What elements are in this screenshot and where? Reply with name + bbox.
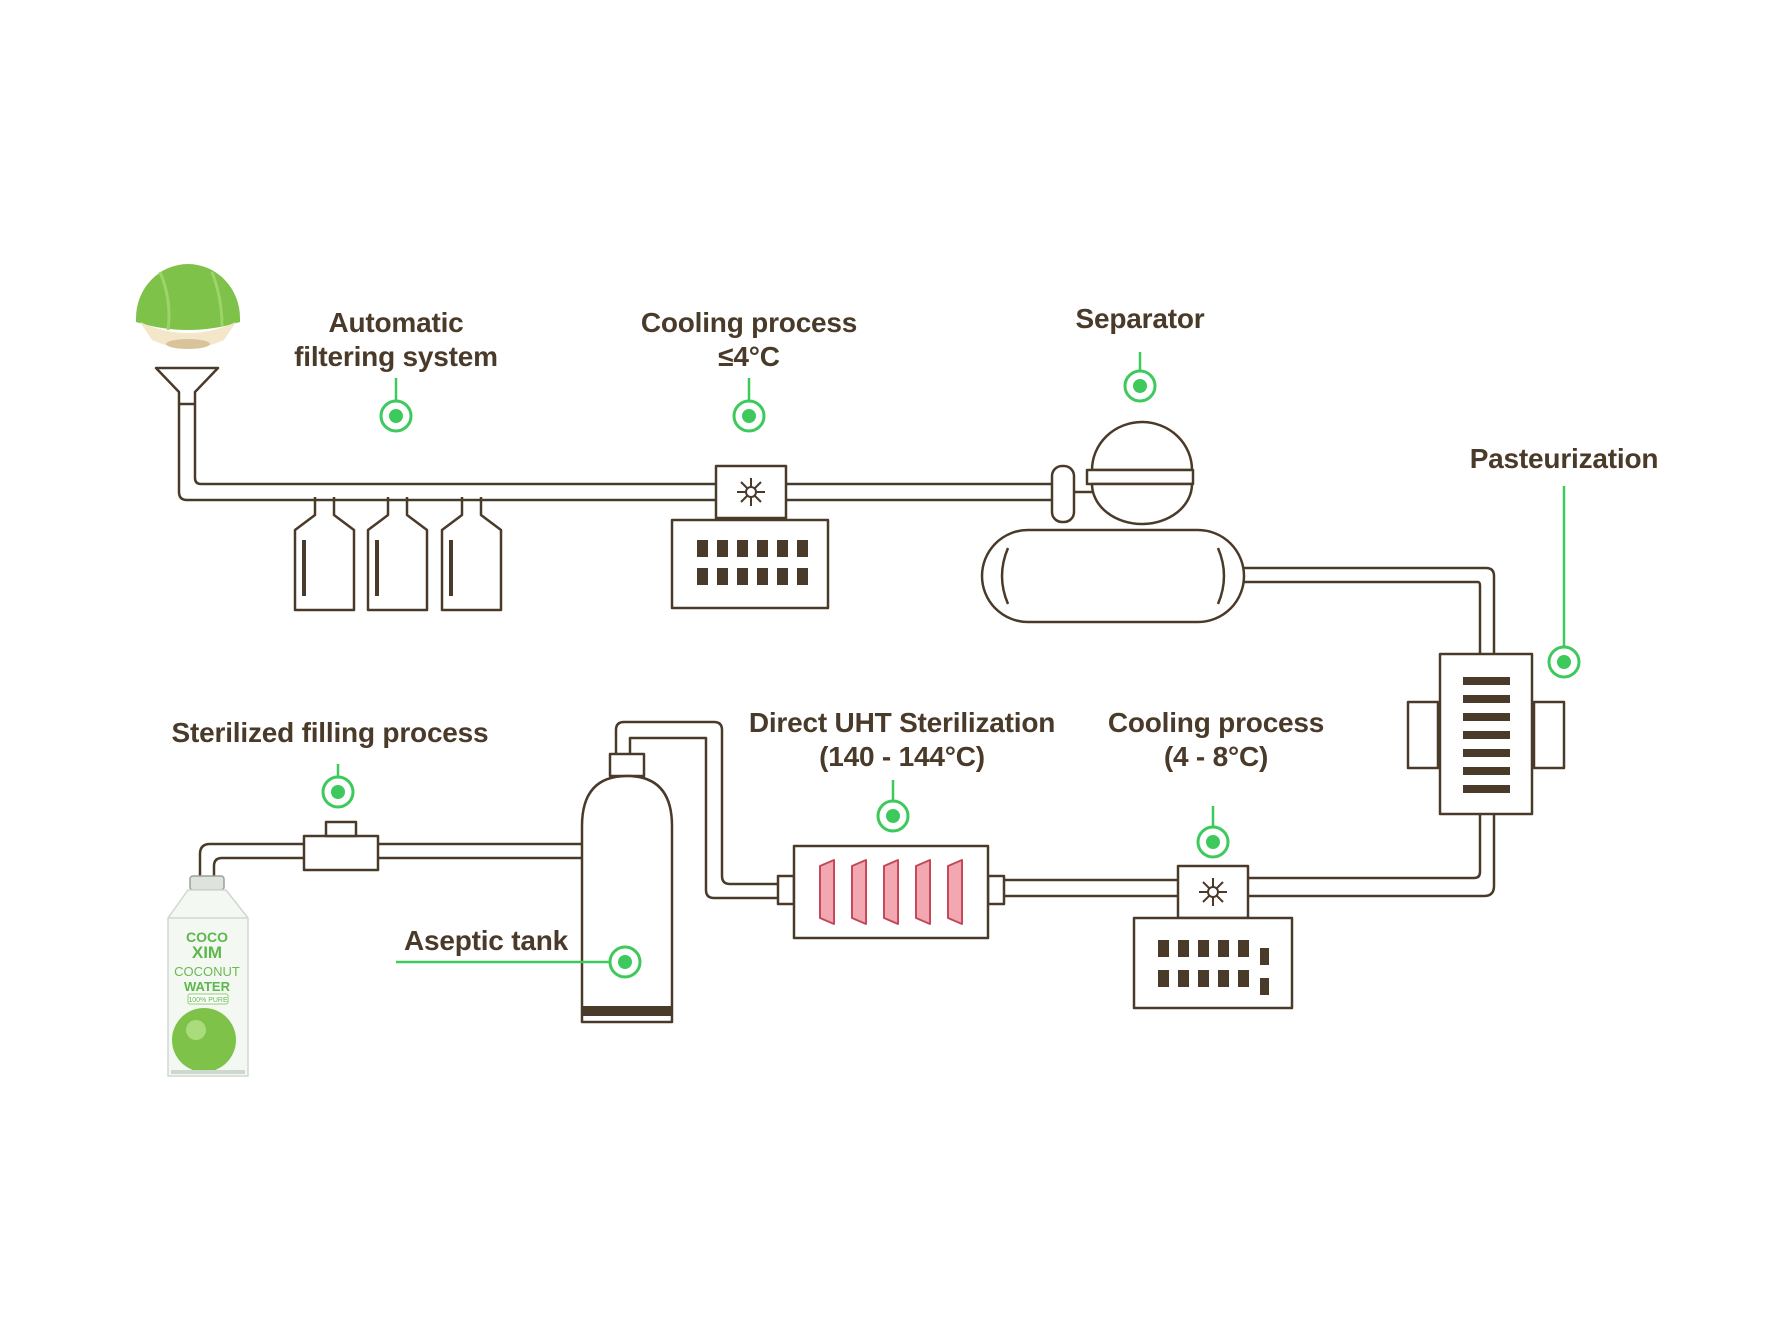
marker-dot-icon xyxy=(1196,825,1230,859)
marker-dot-icon xyxy=(732,399,766,433)
top-pipeline xyxy=(177,404,1056,502)
pack-name-line1: COCONUT xyxy=(174,964,240,979)
marker-dot-icon xyxy=(379,399,413,433)
separator-label: Separator xyxy=(1075,303,1205,334)
uht-label-line1: Direct UHT Sterilization xyxy=(748,707,1056,738)
horizontal-tank xyxy=(980,528,1246,624)
funnel xyxy=(154,366,220,406)
cooling1-label-line2: ≤4°C xyxy=(718,341,780,372)
filter-bottle-1 xyxy=(293,497,356,612)
filter-bottle-3 xyxy=(440,497,503,612)
cooling1-label: Cooling process ≤4°C xyxy=(614,306,884,374)
filtering-label-line2: filtering system xyxy=(294,341,498,372)
marker-dot-icon xyxy=(608,945,642,979)
cooling-unit-2 xyxy=(1132,864,1294,1010)
marker-dot-icon xyxy=(1547,645,1581,679)
pasteurizer xyxy=(1406,652,1566,816)
pipe-pasteurizer-to-cooling xyxy=(1242,814,1496,898)
marker-dot-icon xyxy=(876,799,910,833)
snowflake-icon-2 xyxy=(1199,878,1227,906)
sterilized-filling-label: Sterilized filling process xyxy=(171,717,489,748)
uht-sterilizer xyxy=(776,844,1006,940)
pack-tagline: 100% PURE xyxy=(188,997,228,1004)
aseptic-tank-label: Aseptic tank xyxy=(403,925,569,956)
filter-bottle-2 xyxy=(366,497,429,612)
pack-name-line2: WATER xyxy=(184,979,231,994)
marker-dot-icon xyxy=(1123,369,1157,403)
coconut-icon xyxy=(136,264,240,349)
uht-label: Direct UHT Sterilization (140 - 144°C) xyxy=(732,706,1072,774)
cooling-unit-1 xyxy=(670,464,830,610)
pipe-cooling-to-uht xyxy=(1004,878,1178,898)
coconut-water-pack: COCO XIM COCONUT WATER 100% PURE xyxy=(167,875,249,1077)
filling-valve xyxy=(302,820,380,872)
snowflake-icon xyxy=(737,478,765,506)
filtering-label-line1: Automatic xyxy=(328,307,464,338)
pipe-uht-to-tank xyxy=(614,720,778,900)
separator xyxy=(1050,420,1195,526)
pasteurization-label: Pasteurization xyxy=(1469,443,1659,474)
cooling1-label-line1: Cooling process xyxy=(640,307,858,338)
pipe-tank-to-pasteurizer xyxy=(1244,566,1496,654)
pipe-tank-to-filler xyxy=(198,842,582,880)
cooling2-label: Cooling process (4 - 8°C) xyxy=(1096,706,1336,774)
pack-brand-line2: XIM xyxy=(192,943,222,962)
cooling2-label-line2: (4 - 8°C) xyxy=(1163,741,1269,772)
uht-label-line2: (140 - 144°C) xyxy=(819,741,985,772)
aseptic-tank xyxy=(580,752,674,1024)
cooling2-label-line1: Cooling process xyxy=(1107,707,1325,738)
filtering-label: Automatic filtering system xyxy=(276,306,516,374)
pack-brand-line1: COCO xyxy=(186,929,228,945)
marker-dot-icon xyxy=(321,775,355,809)
